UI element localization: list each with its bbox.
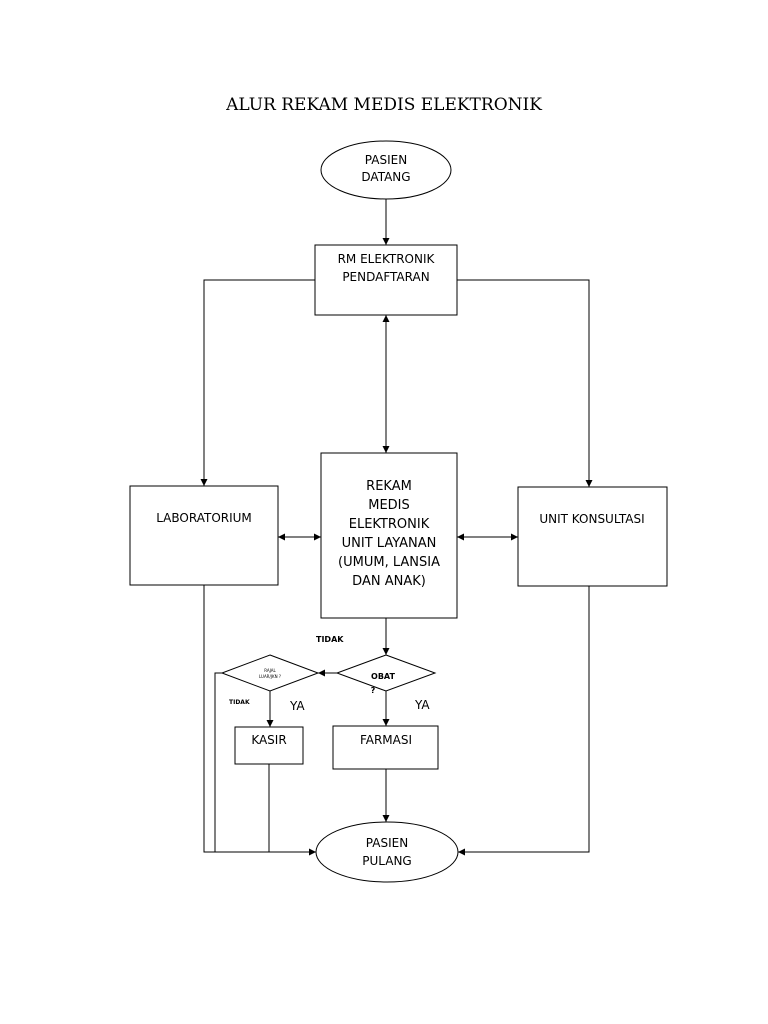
edge-pendaftaran-to-laboratorium xyxy=(200,279,315,486)
node-pasien-pulang: PASIEN PULANG xyxy=(315,821,459,883)
edge-pendaftaran-to-unit-konsultasi xyxy=(457,279,593,487)
unit-konsultasi-label: UNIT KONSULTASI xyxy=(539,512,644,526)
edge-label-ya-rajal: YA xyxy=(289,699,305,713)
pasien-pulang-line-2: PULANG xyxy=(362,854,411,868)
obat-line-2: ? xyxy=(371,686,376,695)
rekam-medis-line-2: MEDIS xyxy=(368,498,410,513)
kasir-label: KASIR xyxy=(251,733,286,747)
rekam-medis-line-1: REKAM xyxy=(366,479,412,494)
node-rajal-decision: RAJAL LUAR/JKN ? xyxy=(220,654,320,692)
rekam-medis-line-3: ELEKTRONIK xyxy=(349,517,430,532)
rekam-medis-line-4: UNIT LAYANAN xyxy=(342,536,437,551)
node-obat-decision: OBAT ? xyxy=(335,654,437,695)
farmasi-label: FARMASI xyxy=(360,733,412,747)
edge-label-ya-obat: YA xyxy=(414,698,430,712)
node-farmasi: FARMASI xyxy=(332,725,439,770)
rajal-line-2: LUAR/JKN ? xyxy=(259,674,281,679)
rajal-line-1: RAJAL xyxy=(264,668,276,673)
pasien-datang-line-2: DATANG xyxy=(361,170,410,184)
pasien-pulang-line-1: PASIEN xyxy=(366,836,408,850)
node-laboratorium: LABORATORIUM xyxy=(129,485,279,586)
rekam-medis-line-5: (UMUM, LANSIA xyxy=(338,555,440,570)
diagram-title: ALUR REKAM MEDIS ELEKTRONIK xyxy=(225,95,542,115)
node-rm-pendaftaran: RM ELEKTRONIK PENDAFTARAN xyxy=(314,244,458,316)
rm-pendaftaran-line-2: PENDAFTARAN xyxy=(342,270,429,284)
pasien-datang-line-1: PASIEN xyxy=(365,153,407,167)
edge-rajal-tidak xyxy=(214,672,222,852)
obat-line-1: OBAT xyxy=(371,672,395,681)
node-rekam-medis-unit-layanan: REKAM MEDIS ELEKTRONIK UNIT LAYANAN (UMU… xyxy=(320,452,458,619)
edge-unit-konsultasi-to-pulang xyxy=(458,586,590,856)
node-unit-konsultasi: UNIT KONSULTASI xyxy=(517,486,668,587)
node-pasien-datang: PASIEN DATANG xyxy=(320,140,452,200)
rekam-medis-line-6: DAN ANAK) xyxy=(352,574,426,589)
edge-label-tidak-obat: TIDAK xyxy=(316,635,344,644)
laboratorium-label: LABORATORIUM xyxy=(156,511,252,525)
node-kasir: KASIR xyxy=(234,726,304,765)
rm-pendaftaran-line-1: RM ELEKTRONIK xyxy=(338,252,436,266)
edge-laboratorium-to-pulang xyxy=(203,585,316,856)
edge-label-tidak-rajal: TIDAK xyxy=(229,699,250,706)
